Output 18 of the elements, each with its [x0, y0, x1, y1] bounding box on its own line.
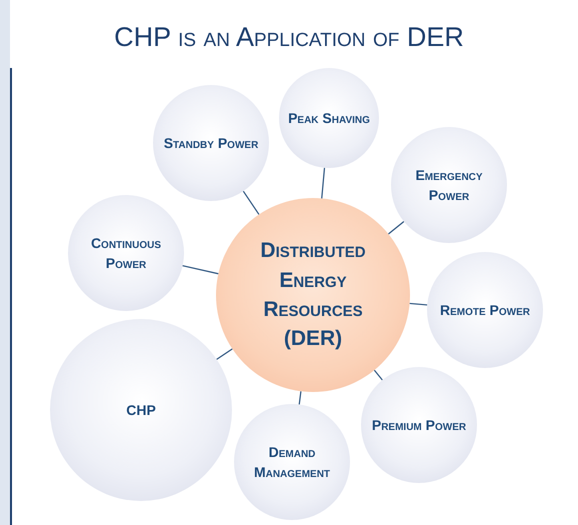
- connector-line: [388, 221, 404, 234]
- node-label: Distributed Energy Resources (DER): [259, 238, 367, 352]
- connector-line: [321, 168, 326, 198]
- node-label: Standby Power: [164, 134, 258, 153]
- node-label: Continuous Power: [90, 234, 162, 273]
- connector-line: [374, 370, 383, 380]
- node-label: Peak Shaving: [288, 108, 370, 128]
- node-label: Emergency Power: [414, 166, 484, 205]
- node-label: Premium Power: [372, 416, 466, 435]
- connector-line: [216, 348, 233, 360]
- node-label: Remote Power: [440, 300, 530, 320]
- node-label: CHP: [126, 400, 156, 420]
- connector-line: [242, 190, 260, 215]
- connector-line: [182, 265, 218, 274]
- connector-line: [298, 391, 302, 405]
- title: CHP is an Application of DER: [113, 22, 465, 53]
- connector-line: [410, 302, 428, 306]
- node-label: Demand Management: [252, 442, 332, 482]
